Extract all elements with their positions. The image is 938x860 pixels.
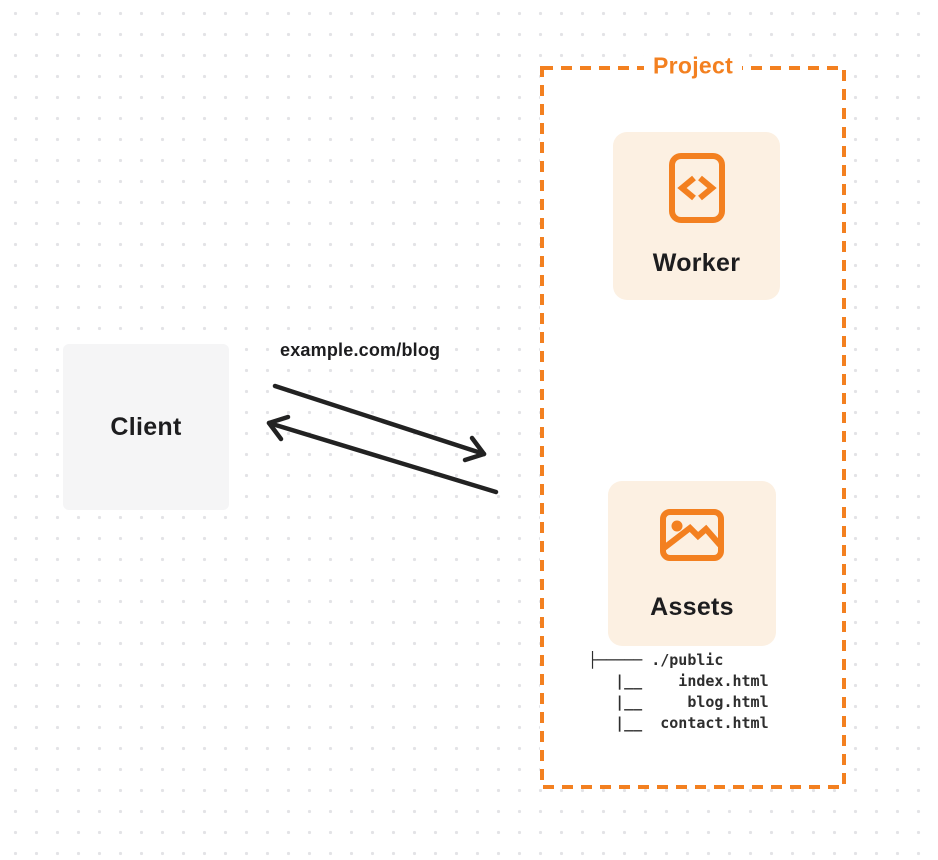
response-arrow: [266, 414, 499, 495]
file-tree-line: ├───── ./public: [588, 651, 724, 669]
file-tree-line: |__ index.html: [588, 672, 769, 690]
assets-file-tree: ├───── ./public |__ index.html |__ blog.…: [588, 650, 769, 734]
project-dashed-border: [540, 66, 846, 789]
request-url-label: example.com/blog: [280, 340, 441, 360]
worker-label: Worker: [652, 249, 741, 277]
image-icon: [660, 509, 724, 561]
project-label: Project: [643, 52, 743, 80]
request-arrow: [272, 383, 487, 463]
file-tree-line: |__ contact.html: [588, 714, 769, 732]
client-label: Client: [110, 412, 182, 441]
project-boundary: Project Worker Assets ├───── ./public |_…: [540, 52, 846, 789]
assets-label: Assets: [650, 593, 734, 621]
project-label-wrap: Project: [540, 52, 846, 80]
assets-card: Assets: [608, 481, 776, 646]
code-file-icon: [668, 153, 725, 223]
worker-card: Worker: [613, 132, 780, 300]
client-box: Client: [63, 344, 229, 510]
file-tree-line: |__ blog.html: [588, 693, 769, 711]
